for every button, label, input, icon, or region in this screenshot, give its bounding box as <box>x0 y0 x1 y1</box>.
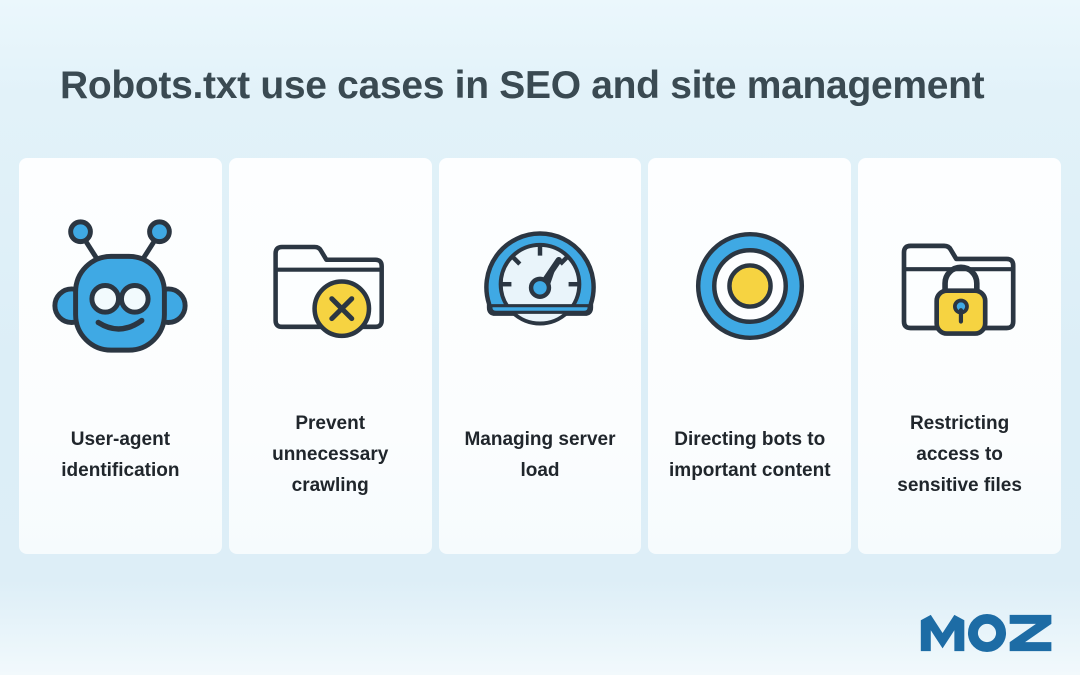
moz-logo-letter-o <box>967 613 1007 653</box>
usecase-card-prevent-crawling: Prevent unnecessary crawling <box>228 158 432 554</box>
card-label: Restricting access to sensitive files <box>897 413 1022 496</box>
speedometer-icon <box>473 208 607 363</box>
target-icon <box>683 208 817 363</box>
moz-logo: MOZ <box>919 613 1055 653</box>
card-label: Directing bots to important content <box>669 428 831 481</box>
card-label: Prevent unnecessary crawling <box>272 413 389 496</box>
moz-logo-letter-z <box>1009 614 1052 652</box>
card-label: Managing server load <box>464 428 616 481</box>
folder-lock-icon <box>890 208 1030 363</box>
moz-logo-letter-m <box>920 614 965 652</box>
robot-icon <box>46 208 194 363</box>
usecase-card-server-load: Managing server load <box>438 158 642 554</box>
cards-row: User-agent identification Prevent unnece… <box>19 158 1061 554</box>
card-label: User-agent identification <box>61 428 180 481</box>
usecase-card-directing-bots: Directing bots to important content <box>648 158 852 554</box>
usecase-card-restricting-access: Restricting access to sensitive files <box>858 158 1061 554</box>
page-title: Robots.txt use cases in SEO and site man… <box>60 64 985 107</box>
folder-x-icon <box>262 208 398 363</box>
usecase-card-user-agent: User-agent identification <box>19 158 222 554</box>
